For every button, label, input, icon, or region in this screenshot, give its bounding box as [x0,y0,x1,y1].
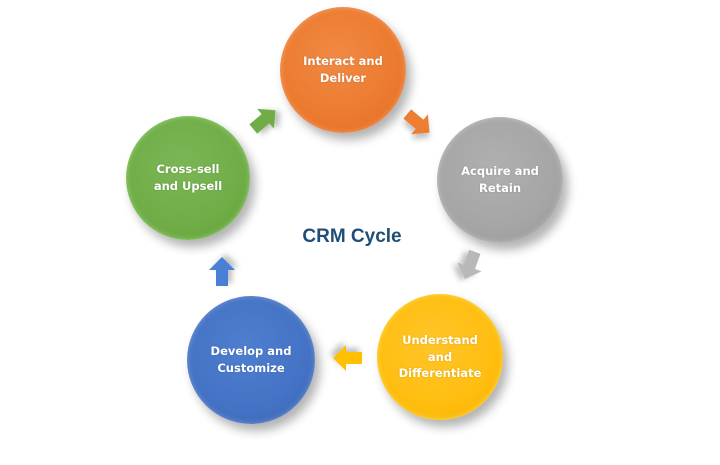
stage-label: Develop and Customize [210,344,292,375]
arrow-blue-to-green [209,257,235,286]
stage-develop-customize: Develop and Customize [187,296,315,424]
stage-understand-differentiate: Understand and Differentiate [377,294,503,420]
stage-interact-deliver: Interact and Deliver [280,7,406,133]
stage-label: Cross-sell and Upsell [153,162,223,193]
stage-label: Acquire and Retain [461,164,539,195]
stage-label: Interact and Deliver [303,54,383,85]
arrow-yellow-to-blue [333,345,362,371]
diagram-title: CRM Cycle [302,226,402,247]
stage-label: Understand and Differentiate [398,332,482,381]
arrow-orange-to-gray [403,109,430,135]
stage-crosssell-upsell: Cross-sell and Upsell [126,116,250,240]
arrow-gray-to-yellow [457,249,482,280]
stage-acquire-retain: Acquire and Retain [437,117,563,243]
arrow-green-to-orange [249,108,276,134]
